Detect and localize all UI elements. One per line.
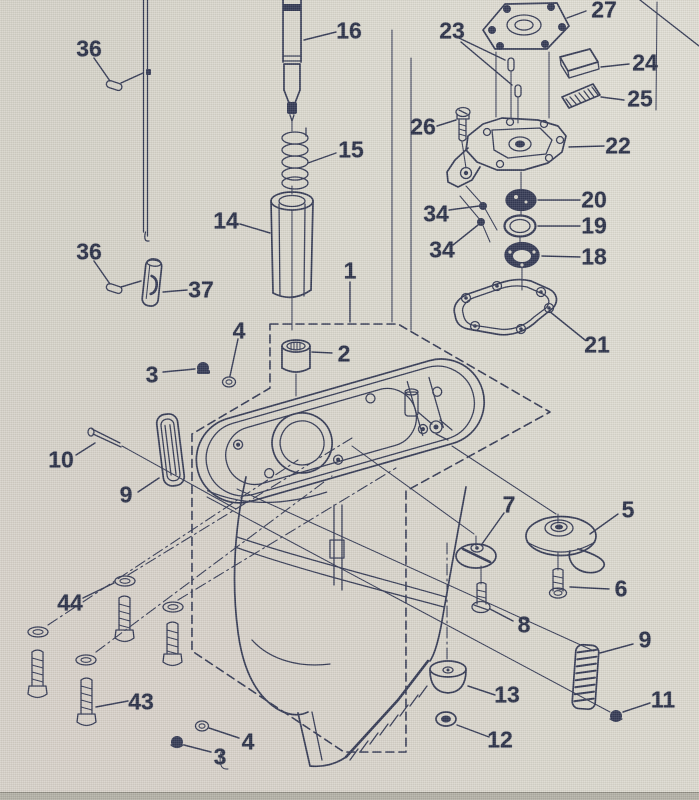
callout-4-lower: 4 bbox=[241, 728, 255, 755]
callout-37: 37 bbox=[188, 276, 214, 303]
shift-rod-art bbox=[93, 0, 188, 307]
callout-8: 8 bbox=[517, 611, 531, 638]
callout-13: 13 bbox=[494, 681, 520, 708]
callout-36-upper: 36 bbox=[76, 35, 102, 62]
alignment-lines bbox=[391, 29, 550, 331]
key-art bbox=[559, 48, 630, 79]
callout-4-upper: 4 bbox=[232, 317, 246, 344]
gasket-art bbox=[453, 278, 586, 341]
left-hardware-art bbox=[75, 338, 239, 510]
spring-art bbox=[281, 127, 337, 195]
screw-26-art bbox=[436, 106, 471, 169]
callout-14: 14 bbox=[213, 207, 239, 234]
callout-9-left: 9 bbox=[119, 481, 133, 508]
clip-37-art bbox=[141, 258, 163, 307]
pump-base-art bbox=[446, 117, 605, 188]
callout-21: 21 bbox=[584, 331, 610, 358]
callout-11: 11 bbox=[650, 686, 676, 713]
callout-25: 25 bbox=[627, 85, 653, 112]
bearing-carrier-art bbox=[239, 191, 314, 331]
callout-24: 24 bbox=[632, 49, 658, 76]
callout-3-upper: 3 bbox=[145, 361, 159, 388]
callout-6: 6 bbox=[614, 575, 628, 602]
pump-cover-art bbox=[482, 2, 587, 50]
callout-22: 22 bbox=[605, 132, 631, 159]
sleeve-bearing-art bbox=[281, 339, 333, 397]
callout-36-lower: 36 bbox=[76, 238, 102, 265]
callout-3-lower: 3 bbox=[213, 743, 227, 770]
callout-12: 12 bbox=[487, 726, 513, 753]
assembly-dashed-boundary bbox=[191, 281, 551, 753]
callout-19: 19 bbox=[581, 212, 607, 239]
callout-7: 7 bbox=[502, 491, 516, 518]
callout-10: 10 bbox=[48, 446, 74, 473]
right-hardware-art bbox=[206, 445, 651, 738]
callout-5: 5 bbox=[621, 496, 635, 523]
driveshaft-art bbox=[282, 0, 337, 132]
ribbed-pin-art bbox=[561, 83, 625, 109]
page-edge-artifacts bbox=[219, 0, 699, 770]
bolt-group-art bbox=[27, 437, 397, 753]
callout-43: 43 bbox=[128, 688, 154, 715]
callout-18: 18 bbox=[581, 243, 607, 270]
callout-26: 26 bbox=[410, 113, 436, 140]
callout-23: 23 bbox=[439, 17, 465, 44]
callout-44: 44 bbox=[57, 589, 83, 616]
callout-34-lower: 34 bbox=[429, 236, 455, 263]
callout-15: 15 bbox=[338, 136, 364, 163]
photo-bottom-edge bbox=[0, 792, 699, 800]
dowel-pins-art bbox=[458, 37, 522, 98]
callout-27: 27 bbox=[591, 0, 617, 23]
callout-9-right: 9 bbox=[638, 626, 652, 653]
callout-20: 20 bbox=[581, 186, 607, 213]
callout-16: 16 bbox=[336, 17, 362, 44]
callout-2: 2 bbox=[337, 340, 351, 367]
seal-stack-art bbox=[448, 185, 581, 269]
callout-1: 1 bbox=[343, 257, 357, 284]
gearcase-housing-art bbox=[195, 358, 486, 768]
callout-34-upper: 34 bbox=[423, 200, 449, 227]
